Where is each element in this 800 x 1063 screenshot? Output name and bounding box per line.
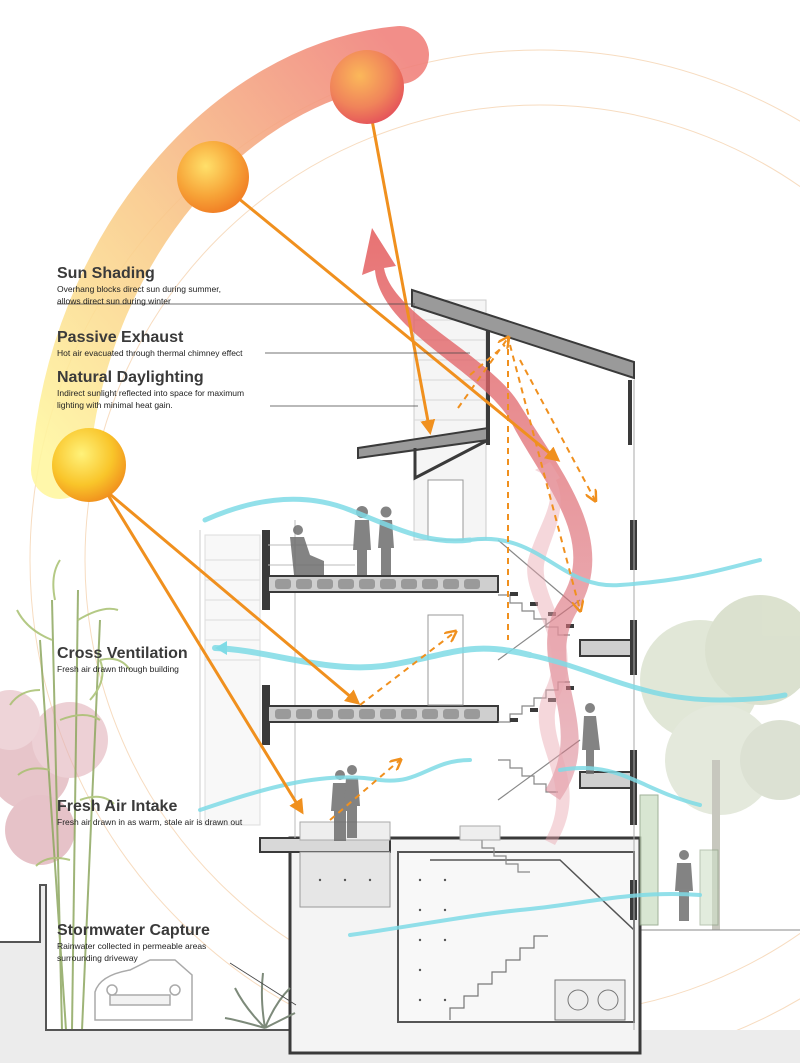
fresh-air-intake-title: Fresh Air Intake: [57, 798, 178, 815]
passive-exhaust-title: Passive Exhaust: [57, 329, 184, 346]
agave-plant: [224, 972, 296, 1029]
reflected-light-rays: [329, 338, 595, 821]
fresh-air-arrowheads: [215, 641, 227, 655]
winter-sun: [52, 428, 126, 502]
natural-daylighting-label: Natural Daylighting Indirect sunlight re…: [57, 369, 244, 411]
natural-daylighting-desc: Indirect sunlight reflected into space f…: [57, 388, 245, 410]
car: [94, 959, 193, 1021]
tree-right: [640, 595, 800, 930]
cross-ventilation-desc: Fresh air drawn through building: [57, 664, 179, 674]
summer-sun: [330, 50, 404, 124]
hot-air-exhaust-flow: [362, 228, 593, 800]
equinox-sun: [177, 141, 249, 213]
fresh-air-intake-desc: Fresh air drawn in as warm, stale air is…: [57, 817, 243, 827]
sun-rays: [104, 119, 561, 815]
bamboo-plant: [9, 559, 131, 1031]
upper-roof: [411, 288, 635, 380]
stormwater-capture-desc: Rainwater collected in permeable areas s…: [57, 941, 207, 963]
cross-ventilation-label: Cross Ventilation Fresh air drawn throug…: [57, 645, 188, 675]
passive-exhaust-label: Passive Exhaust Hot air evacuated throug…: [57, 329, 243, 359]
fresh-air-flows: [198, 496, 788, 937]
sun-path-arc: [31, 26, 429, 499]
stormwater-capture-label: Stormwater Capture Rainwater collected i…: [57, 922, 210, 964]
natural-daylighting-title: Natural Daylighting: [57, 369, 204, 386]
cross-ventilation-title: Cross Ventilation: [57, 645, 188, 662]
hot-air-return-flow: [527, 462, 570, 845]
sun-shading-title: Sun Shading: [57, 265, 155, 282]
passive-exhaust-desc: Hot air evacuated through thermal chimne…: [57, 348, 243, 358]
stormwater-capture-title: Stormwater Capture: [57, 922, 210, 939]
sun-shading-desc: Overhang blocks direct sun during summer…: [57, 284, 221, 306]
floor-slab-middle: [267, 705, 499, 723]
fresh-air-intake-label: Fresh Air Intake Fresh air drawn in as w…: [57, 798, 242, 828]
leader-lines: [57, 303, 470, 1006]
floor-slab-upper: [267, 575, 499, 593]
ground: [0, 884, 800, 1063]
building-section: [199, 288, 719, 1055]
sun-shading-label: Sun Shading Overhang blocks direct sun d…: [57, 265, 221, 307]
